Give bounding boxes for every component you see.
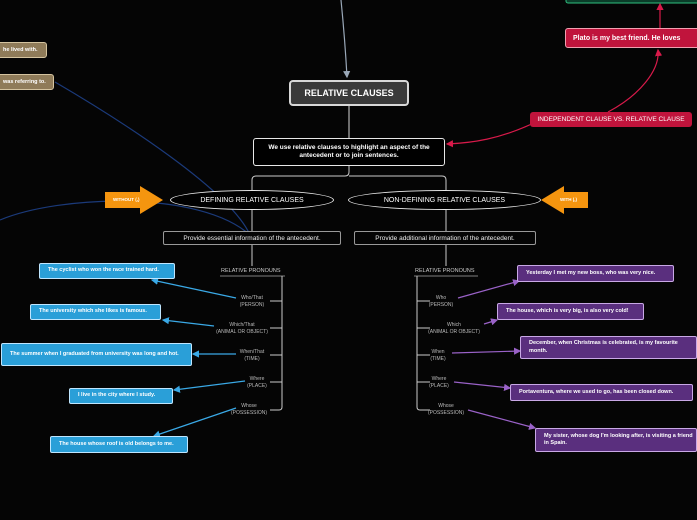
main-title[interactable]: RELATIVE CLAUSES xyxy=(289,80,409,106)
defining-example-where[interactable]: I live in the city where I study. xyxy=(69,388,173,404)
non-defining-example-where[interactable]: Portaventura, where we used to go, has b… xyxy=(510,384,693,401)
non-defining-pronouns-header: RELATIVE PRONOUNS xyxy=(415,268,475,274)
without-comma-label: WITHOUT (,) xyxy=(113,197,140,202)
defining-relative-clauses-node[interactable]: DEFINING RELATIVE CLAUSES xyxy=(170,190,334,210)
defining-pronouns-header: RELATIVE PRONOUNS xyxy=(221,268,281,274)
non-defining-pronoun-when[interactable]: When(TIME) xyxy=(430,349,446,362)
intro-node[interactable]: We use relative clauses to highlight an … xyxy=(253,138,445,166)
with-comma-arrow-icon xyxy=(541,186,588,214)
non-defining-pronoun-which[interactable]: Which(ANIMAL OR OBJECT) xyxy=(428,322,480,335)
defining-pronoun-when[interactable]: When/That(TIME) xyxy=(239,349,265,362)
note-referring-to[interactable]: was referring to. xyxy=(0,74,54,90)
non-defining-example-who[interactable]: Yesterday I met my new boss, who was ver… xyxy=(517,265,674,282)
non-defining-pronoun-whose[interactable]: Whose(POSSESSION) xyxy=(427,403,465,416)
defining-example-who[interactable]: The cyclist who won the race trained har… xyxy=(39,263,175,279)
non-defining-relative-clauses-node[interactable]: NON-DEFINING RELATIVE CLAUSES xyxy=(348,190,541,210)
defining-description[interactable]: Provide essential information of the ant… xyxy=(163,231,341,245)
non-defining-pronoun-where[interactable]: Where(PLACE) xyxy=(429,376,449,389)
defining-pronoun-whose[interactable]: Whose(POSSESSION) xyxy=(230,403,268,416)
defining-example-when[interactable]: The summer when I graduated from univers… xyxy=(1,343,192,366)
non-defining-pronoun-who[interactable]: Who(PERSON) xyxy=(428,295,454,308)
non-defining-example-when[interactable]: December, when Christmas is celebrated, … xyxy=(520,336,697,359)
without-comma-arrow-icon xyxy=(105,186,163,214)
defining-example-whose[interactable]: The house whose roof is old belongs to m… xyxy=(50,436,188,453)
with-comma-label: WITH (,) xyxy=(560,197,577,202)
plato-example-node[interactable]: Plato is my best friend. He loves xyxy=(565,28,697,48)
defining-pronoun-who[interactable]: Who/That(PERSON) xyxy=(239,295,265,308)
note-lived-with[interactable]: he lived with. xyxy=(0,42,47,58)
non-defining-description[interactable]: Provide additional information of the an… xyxy=(354,231,536,245)
independent-vs-relative-node[interactable]: INDEPENDENT CLAUSE VS. RELATIVE CLAUSE xyxy=(530,112,692,127)
defining-pronoun-which[interactable]: Which/That(ANIMAL OR OBJECT) xyxy=(216,322,268,335)
defining-pronoun-where[interactable]: Where(PLACE) xyxy=(247,376,267,389)
non-defining-example-whose[interactable]: My sister, whose dog I'm looking after, … xyxy=(535,428,697,452)
non-defining-example-which[interactable]: The house, which is very big, is also ve… xyxy=(497,303,644,320)
defining-example-which[interactable]: The university which she likes is famous… xyxy=(30,304,161,320)
